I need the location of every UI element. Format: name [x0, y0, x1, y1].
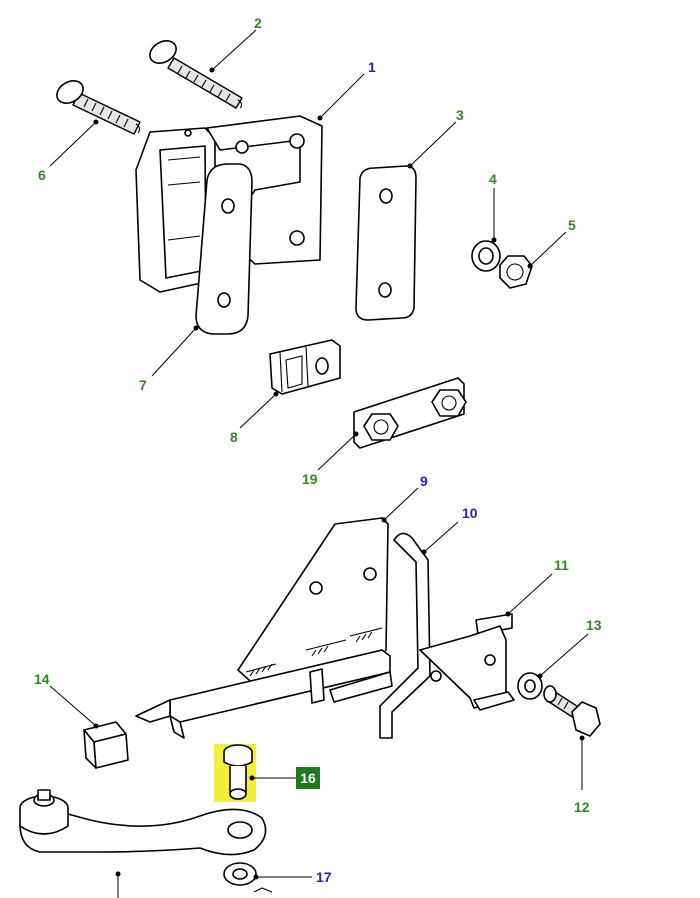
callout-16-badge[interactable]: 16 — [296, 767, 320, 789]
leader-lines — [49, 29, 589, 898]
part-12-bolt[interactable] — [543, 685, 601, 737]
callout-5[interactable]: 5 — [568, 217, 576, 233]
badge-background — [296, 767, 320, 789]
part-1-hinge-bracket[interactable] — [135, 115, 323, 293]
part-14-block[interactable] — [83, 721, 129, 769]
part-6-bolt[interactable] — [53, 76, 141, 135]
callout-19[interactable]: 19 — [302, 471, 318, 487]
callout-10[interactable]: 10 — [462, 505, 478, 521]
callout-6[interactable]: 6 — [38, 167, 46, 183]
part-8-clip[interactable] — [269, 339, 341, 395]
callout-labels: 1 2 3 4 5 6 7 8 19 9 10 11 13 14 12 17 — [34, 15, 602, 885]
part-19-nut-plate[interactable] — [353, 377, 467, 449]
part-15-roller-arm[interactable] — [19, 789, 267, 856]
part-2-bolt[interactable] — [146, 36, 243, 109]
part-17-washer[interactable] — [223, 862, 273, 893]
callout-9[interactable]: 9 — [420, 473, 428, 489]
callout-17[interactable]: 17 — [316, 869, 332, 885]
part-5-nut[interactable] — [499, 255, 533, 289]
badge-label: 16 — [300, 770, 316, 786]
callout-13[interactable]: 13 — [586, 617, 602, 633]
part-7-packing-plate[interactable] — [195, 163, 253, 335]
part-4-washer[interactable] — [471, 240, 501, 272]
part-16-pin[interactable] — [214, 744, 256, 802]
callout-1[interactable]: 1 — [368, 59, 376, 75]
part-9-hinge-arm[interactable] — [135, 517, 393, 739]
callout-3[interactable]: 3 — [456, 107, 464, 123]
part-11-hinge-leaf[interactable] — [419, 613, 515, 711]
callout-4[interactable]: 4 — [489, 171, 497, 187]
callout-14[interactable]: 14 — [34, 671, 50, 687]
callout-8[interactable]: 8 — [230, 429, 238, 445]
part-3-plate[interactable] — [355, 165, 417, 321]
part-13-washer[interactable] — [517, 672, 543, 700]
callout-11[interactable]: 11 — [554, 557, 569, 573]
callout-2[interactable]: 2 — [254, 15, 262, 31]
callout-7[interactable]: 7 — [139, 377, 147, 393]
callout-12[interactable]: 12 — [574, 799, 590, 815]
part-10-rod[interactable] — [379, 532, 431, 739]
